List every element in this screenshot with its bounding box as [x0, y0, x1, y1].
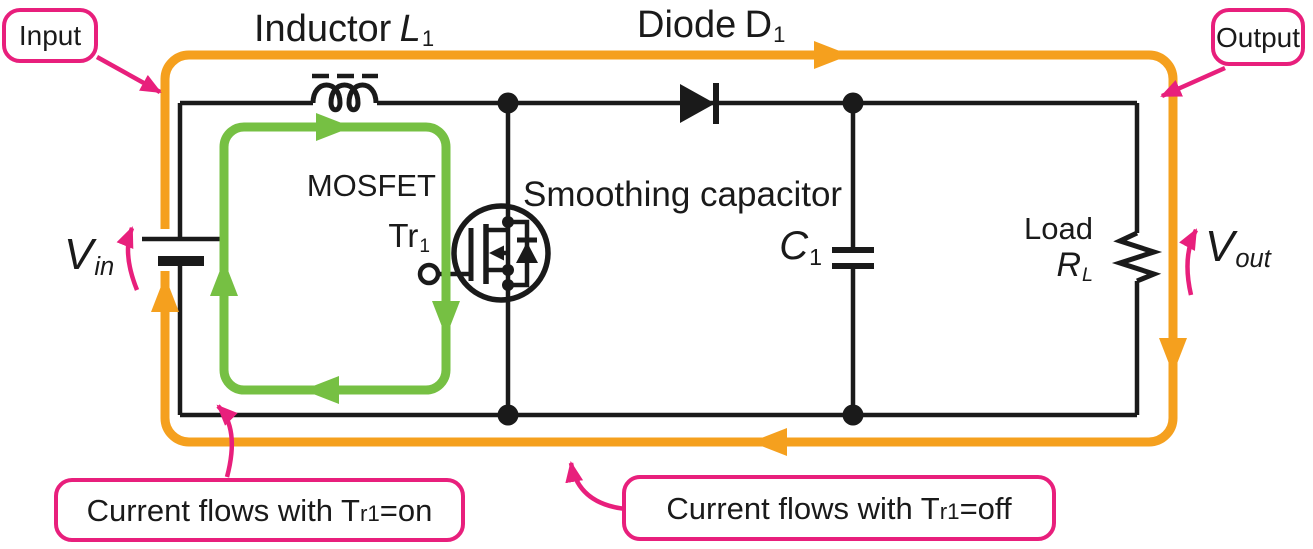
load-label: Load RL: [1000, 210, 1093, 289]
load-ref-line: RL: [1000, 247, 1093, 289]
junction-dot: [497, 404, 519, 426]
loop-off-arrow-right: [814, 41, 850, 69]
loop-on-arrow-right: [316, 113, 352, 141]
loop-on-arrow-up: [210, 260, 238, 296]
loop-on-path: [219, 122, 451, 395]
inductor-coil: [310, 82, 379, 113]
callout-off-arrow: [565, 461, 627, 512]
diode-symbol: [680, 83, 719, 124]
callout-off-small: r1: [939, 499, 960, 524]
loop-on-arrow-left: [303, 376, 339, 404]
junction-dot: [502, 216, 514, 228]
output-callout: Output: [1211, 8, 1305, 66]
junction-dot: [502, 279, 514, 291]
capacitor-ref: C: [779, 224, 809, 268]
vin-sub: in: [94, 253, 115, 282]
capacitor-symbol: [832, 247, 874, 269]
output-arrow: [1160, 65, 1226, 99]
circuit-wires: [177, 100, 1140, 418]
diode-sub: 1: [773, 22, 786, 48]
callout-on-small: r1: [359, 501, 380, 526]
mosfet-name: MOSFET: [306, 168, 436, 203]
callout-on-suffix: =on: [379, 493, 433, 528]
mosfet-ref: Tr: [388, 217, 419, 254]
callout-on-arrow: [216, 404, 238, 478]
resistor-zigzag: [1111, 230, 1163, 284]
inductor-name: Inductor: [254, 8, 392, 50]
load-ref: R: [1056, 246, 1082, 284]
junction-dot: [497, 92, 519, 114]
callout-off-prefix: Current flows with T: [666, 491, 940, 526]
callout-current-on: Current flows with Tr1=on: [54, 478, 465, 542]
load-name: Load: [1024, 211, 1093, 246]
capacitor-ref-label: C1: [760, 224, 822, 270]
inductor-symbol: [310, 73, 379, 113]
inductor-sub: 1: [421, 26, 435, 52]
loop-on-arrow-down: [432, 301, 460, 337]
capacitor-label: Smoothing capacitor: [523, 175, 842, 215]
junction-dots: [497, 92, 864, 426]
mosfet-sub: 1: [419, 235, 430, 257]
diode-name: Diode: [637, 4, 737, 46]
channel-arrow: [489, 245, 504, 261]
input-callout: Input: [2, 8, 98, 63]
callout-on-prefix: Current flows with T: [86, 493, 360, 528]
input-arrow: [95, 55, 162, 94]
inductor-ref: L: [399, 8, 421, 50]
junction-dot: [842, 404, 864, 426]
junction-dot: [502, 264, 514, 276]
vin-voltage-arrow: [116, 226, 140, 291]
vout-voltage-arrow: [1179, 228, 1199, 296]
callout-current-off: Current flows with Tr1=off: [622, 475, 1056, 541]
diode-ref: D: [744, 4, 773, 46]
current-loop-off-arrows: [151, 41, 1187, 456]
output-text: Output: [1215, 22, 1301, 53]
capacitor-sub: 1: [809, 243, 822, 270]
vout-label: Vout: [1205, 222, 1271, 274]
annotation-arrows: [95, 55, 1226, 512]
current-loop-on: [210, 113, 460, 404]
loop-off-arrow-down: [1159, 338, 1187, 374]
vin-ref: V: [64, 230, 94, 279]
vout-ref: V: [1205, 222, 1235, 271]
loop-off-arrow-left: [751, 428, 787, 456]
vout-sub: out: [1235, 245, 1271, 274]
body-diode-triangle: [516, 242, 538, 263]
load-sub: L: [1082, 263, 1093, 286]
gate-terminal-circle: [417, 262, 441, 286]
capacitor-name: Smoothing capacitor: [523, 175, 843, 214]
vin-label: Vin: [64, 230, 115, 282]
junction-dot: [842, 92, 864, 114]
mosfet-ref-label: Tr1: [330, 217, 430, 257]
input-text: Input: [18, 20, 82, 51]
mosfet-symbol: [417, 103, 551, 415]
diode-triangle: [680, 84, 715, 123]
battery-symbol: [142, 236, 221, 266]
mosfet-label: MOSFET: [300, 168, 436, 204]
callout-off-suffix: =off: [959, 491, 1012, 526]
loop-off-arrow-up: [151, 276, 179, 312]
